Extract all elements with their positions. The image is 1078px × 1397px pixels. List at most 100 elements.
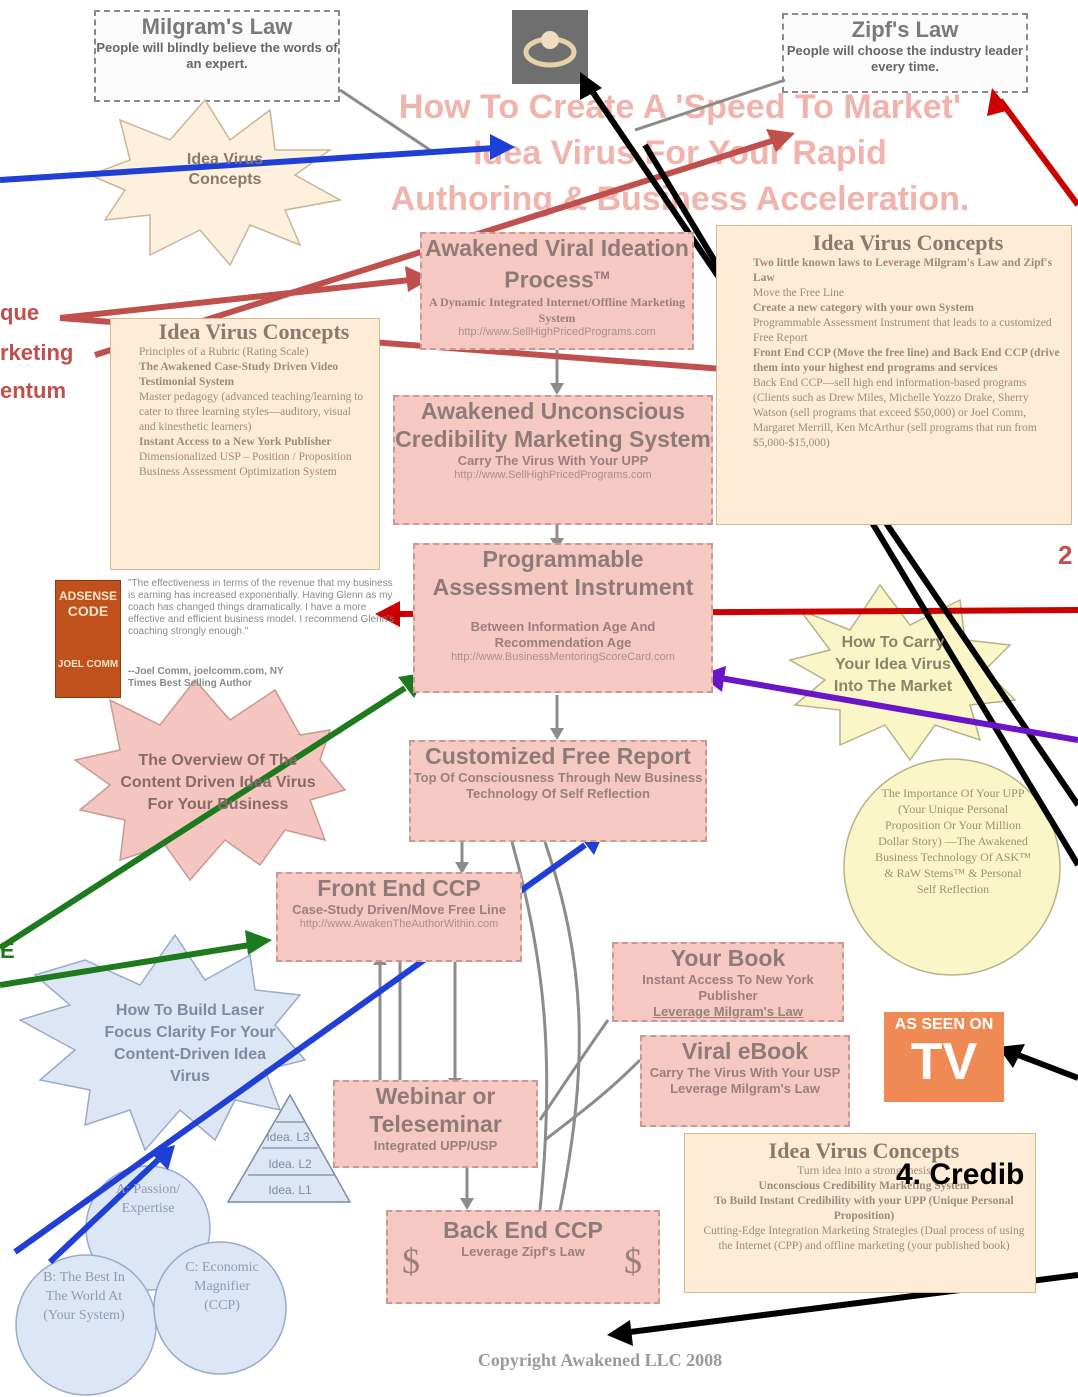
ivc-right-line: Move the Free Line <box>753 287 845 299</box>
viral-ideation-url: http://www.SellHighPricedPrograms.com <box>458 325 656 338</box>
green-arrow-2 <box>0 942 251 988</box>
dollar-sign-left-icon: $ <box>402 1241 420 1281</box>
adsense-code-book-cover: ADSENSE CODE JOEL COMM <box>55 580 121 698</box>
front-end-ccp-url: http://www.AwakenTheAuthorWithin.com <box>299 918 499 930</box>
back-end-ccp-sub: Leverage Zipf's Law <box>461 1244 585 1259</box>
ivc-left-line: Master pedagogy (advanced teaching/learn… <box>139 391 364 433</box>
trademark-mark: TM <box>593 270 610 282</box>
zipfs-law-box: Zipf's Law People will choose the indust… <box>782 13 1028 93</box>
ivc-bottom-line: To Build Instant Credibility with your U… <box>714 1195 1014 1222</box>
ivc-bottom-line: Unconscious Credibility Marketing System <box>758 1180 970 1192</box>
venn-label-a: A: Passion/ Expertise <box>115 1182 181 1216</box>
unconscious-credibility-title: Awakened Unconscious Credibility Marketi… <box>395 398 711 452</box>
book-cover-line-2: CODE <box>67 603 109 619</box>
milgrams-law-description: People will blindly believe the words of… <box>96 40 338 71</box>
black-arrow-tv <box>1016 1052 1078 1081</box>
purple-arrow <box>719 675 1078 743</box>
ivc-right-line: Back End CCP—sell high end information-b… <box>753 377 1037 449</box>
programmable-assessment-box: Programmable Assessment Instrument Betwe… <box>413 543 713 693</box>
ivc-bottom-title: Idea Virus Concepts <box>768 1138 960 1163</box>
ivc-left-line: Dimensionalized USP – Position / Proposi… <box>139 451 352 463</box>
your-book-box: Your Book Instant Access To New York Pub… <box>612 942 844 1022</box>
ivc-left-line: Principles of a Rubric (Rating Scale) <box>139 346 309 358</box>
venn-label-c: C: Economic Magnifier (CCP) <box>185 1260 259 1313</box>
ivc-right-line: Front End CCP (Move the free line) and B… <box>753 347 1060 374</box>
edge-label-momentum: entum <box>0 378 66 403</box>
back-end-ccp-title: Back End CCP <box>443 1217 603 1243</box>
ivc-left-title: Idea Virus Concepts <box>158 319 350 344</box>
front-end-ccp-title: Front End CCP <box>317 875 481 901</box>
back-end-ccp-box: Back End CCP Leverage Zipf's Law $ $ <box>386 1210 660 1304</box>
book-cover-line-1: ADSENSE <box>58 589 117 603</box>
front-end-ccp-sub: Case-Study Driven/Move Free Line <box>292 902 506 917</box>
your-book-title: Your Book <box>670 945 786 971</box>
testimonial-author: --Joel Comm, joelcomm.com, NY Times Best… <box>128 666 284 689</box>
milgrams-law-title: Milgram's Law <box>141 14 293 39</box>
ivc-bottom-panel: Idea Virus Concepts Turn idea into a str… <box>684 1133 1036 1293</box>
green-arrow-1 <box>0 685 407 951</box>
pyramid-level-1: Idea. L1 <box>268 1183 312 1197</box>
carry-burst-label: How To Carry Your Idea Virus Into The Ma… <box>833 634 953 695</box>
edge-label-2: 2 <box>1058 540 1073 570</box>
upp-circle-text: The Importance Of Your UPP (Your Unique … <box>875 786 1031 896</box>
as-seen-on-tv-badge: AS SEEN ON TV <box>884 1012 1004 1102</box>
unconscious-credibility-sub: Carry The Virus With Your UPP <box>457 453 649 468</box>
free-report-box: Customized Free Report Top Of Consciousn… <box>409 740 707 842</box>
idea-virus-burst-shape <box>87 98 343 267</box>
zipfs-law-description: People will choose the industry leader e… <box>786 43 1024 74</box>
viral-ebook-sub: Carry The Virus With Your USP <box>649 1065 841 1080</box>
ivc-left-line: The Awakened Case-Study Driven Video Tes… <box>139 361 339 388</box>
ivc-right-line: Two little known laws to Leverage Milgra… <box>753 257 1053 284</box>
programmable-assessment-title: Programmable Assessment Instrument <box>432 546 694 600</box>
tv-badge-top: AS SEEN ON <box>894 1016 994 1033</box>
awakened-logo <box>512 10 588 84</box>
unconscious-credibility-box: Awakened Unconscious Credibility Marketi… <box>393 395 713 525</box>
edge-label-credibility: 4. Credib <box>896 1158 1025 1191</box>
ivc-left-panel: Idea Virus Concepts Principles of a Rubr… <box>110 318 380 570</box>
milgrams-law-box: Milgram's Law People will blindly believ… <box>94 10 340 102</box>
overview-burst-shape <box>73 678 347 882</box>
ivc-left-line: Instant Access to a New York Publisher <box>139 436 332 448</box>
overview-burst-label: The Overview Of The Content Driven Idea … <box>120 752 316 813</box>
ivc-right-line: Programmable Assessment Instrument that … <box>753 317 1052 344</box>
ivc-right-panel: Idea Virus Concepts Two little known law… <box>716 225 1072 525</box>
webinar-title: Webinar or Teleseminar <box>369 1083 502 1137</box>
ivc-bottom-line: Turn idea into a strong thesis <box>797 1165 931 1177</box>
testimonial-quote: "The effectiveness in terms of the reven… <box>128 578 395 637</box>
viral-ebook-title: Viral eBook <box>681 1038 809 1064</box>
blue-arrow-3 <box>47 1157 161 1265</box>
title-line-2: Idea Virus For Your Rapid <box>473 134 887 172</box>
viral-ideation-title: Awakened Viral Ideation Process <box>425 235 689 293</box>
dark-red-arrow-right <box>997 98 1078 207</box>
programmable-assessment-url: http://www.BusinessMentoringScoreCard.co… <box>451 651 675 663</box>
edge-label-e: E <box>0 938 15 963</box>
zipfs-law-title: Zipf's Law <box>851 17 959 42</box>
ivc-right-title: Idea Virus Concepts <box>812 230 1004 255</box>
pyramid-level-3: Idea. L3 <box>266 1130 310 1144</box>
your-book-law: Leverage Milgram's Law <box>653 1004 803 1019</box>
webinar-box: Webinar or Teleseminar Integrated UPP/US… <box>333 1080 538 1168</box>
copyright: Copyright Awakened LLC 2008 <box>477 1350 723 1370</box>
blue-arrow-top <box>0 145 496 183</box>
viral-ebook-box: Viral eBook Carry The Virus With Your US… <box>640 1035 850 1127</box>
free-report-title: Customized Free Report <box>425 743 691 769</box>
viral-ideation-sub: A Dynamic Integrated Internet/Offline Ma… <box>429 294 685 325</box>
your-book-sub: Instant Access To New York Publisher <box>642 972 814 1003</box>
dollar-sign-right-icon: $ <box>624 1241 642 1281</box>
ivc-bottom-line: Cutting-Edge Integration Marketing Strat… <box>703 1225 1025 1252</box>
laser-burst-label: How To Build Laser Focus Clarity For You… <box>104 1002 276 1085</box>
viral-ebook-law: Leverage Milgram's Law <box>670 1081 820 1096</box>
ivc-right-line: Create a new category with your own Syst… <box>753 302 974 314</box>
pyramid-level-2: Idea. L2 <box>268 1157 312 1171</box>
ivc-left-line: Business Assessment Optimization System <box>139 466 337 478</box>
red-arrow-1 <box>59 277 411 321</box>
viral-ideation-box: Awakened Viral Ideation ProcessTM A Dyna… <box>420 232 694 350</box>
webinar-sub: Integrated UPP/USP <box>373 1138 498 1153</box>
edge-label-unique: que <box>0 300 40 325</box>
free-report-sub: Top Of Consciousness Through New Busines… <box>413 770 703 801</box>
idea-virus-burst-label: Idea Virus Concepts <box>186 151 264 188</box>
venn-circle-c <box>153 1241 287 1375</box>
tv-badge-big: TV <box>910 1033 978 1091</box>
edge-label-marketing: rketing <box>0 340 74 365</box>
